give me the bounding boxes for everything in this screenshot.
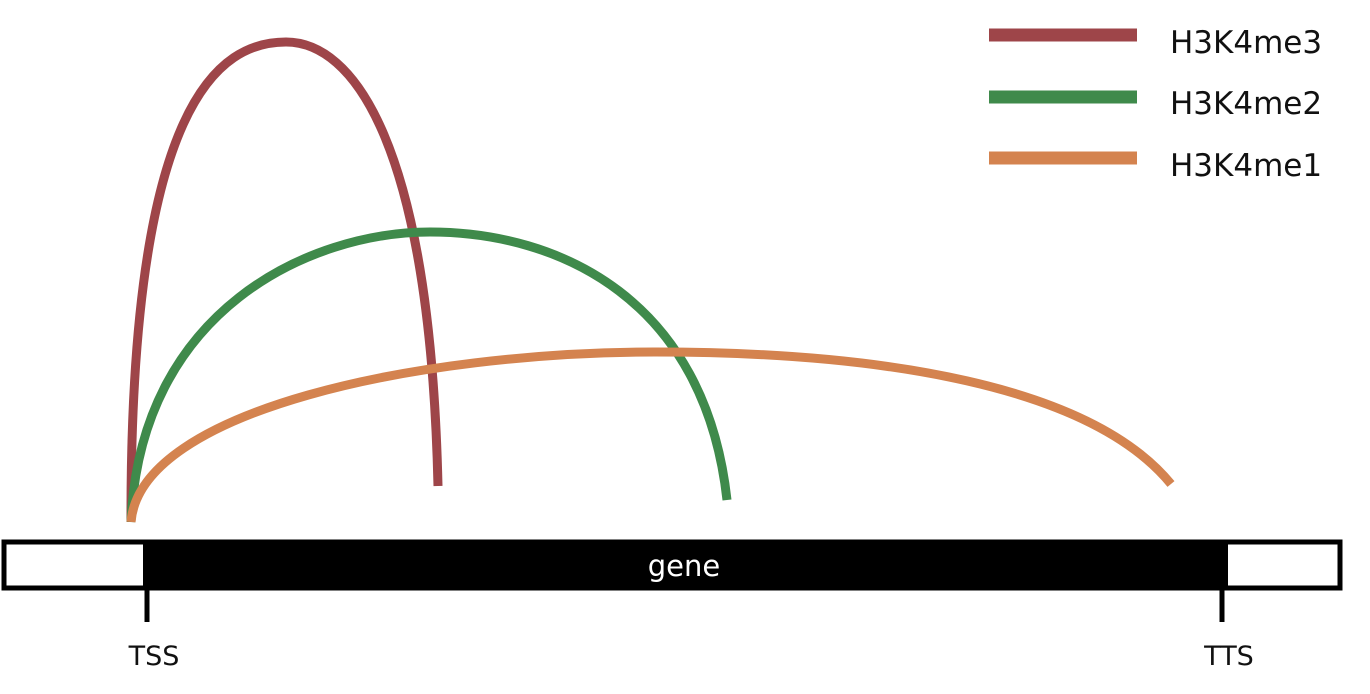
- tts-marker: TTS: [1203, 588, 1254, 672]
- legend-label-h3k4me2: H3K4me2: [1170, 86, 1322, 122]
- legend: H3K4me3 H3K4me2 H3K4me1: [989, 25, 1322, 184]
- legend-label-h3k4me3: H3K4me3: [1170, 25, 1322, 61]
- gene-body: [143, 542, 1228, 588]
- tss-marker: TSS: [128, 588, 180, 672]
- tss-label: TSS: [128, 641, 180, 672]
- gene-label: gene: [648, 549, 720, 583]
- legend-item-h3k4me2: H3K4me2: [989, 86, 1322, 122]
- tts-label: TTS: [1203, 641, 1254, 672]
- legend-item-h3k4me3: H3K4me3: [989, 25, 1322, 61]
- h3k4me2-curve: [126, 227, 732, 523]
- gene-model: gene: [1, 539, 1343, 591]
- h3k4me3-curve: [126, 37, 443, 523]
- legend-label-h3k4me1: H3K4me1: [1170, 148, 1322, 184]
- h3k4me1-curve: [126, 347, 1175, 523]
- legend-item-h3k4me1: H3K4me1: [989, 148, 1322, 184]
